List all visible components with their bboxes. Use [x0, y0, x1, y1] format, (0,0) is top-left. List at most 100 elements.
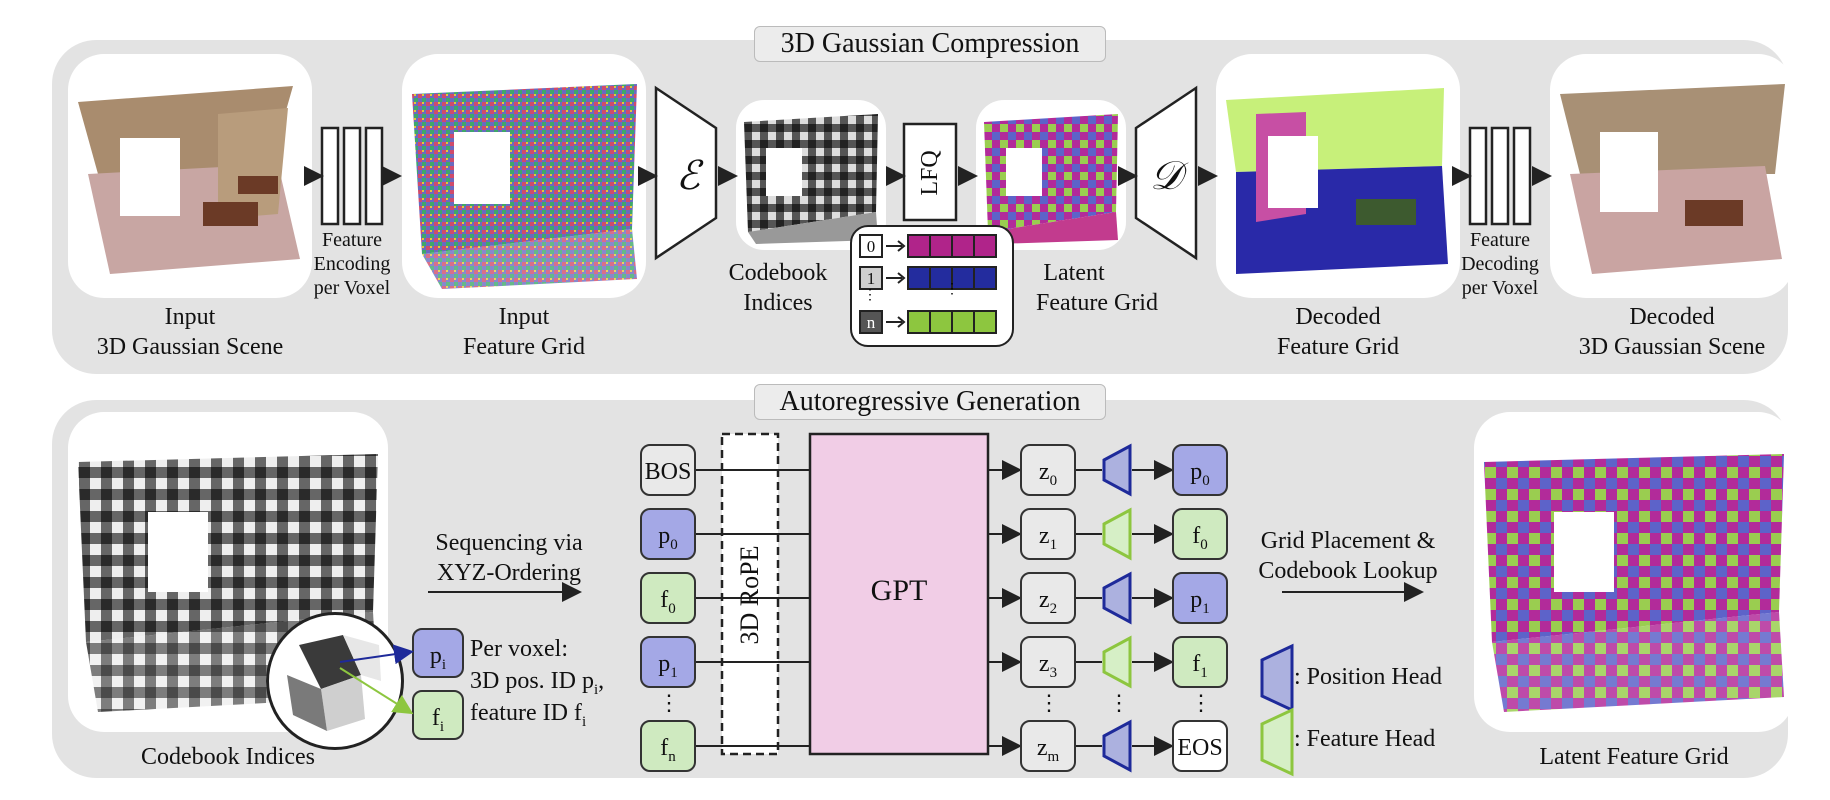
input-token-2-sub: 0 — [668, 600, 676, 617]
input-token-4-sub: n — [668, 748, 676, 765]
lfq-block — [902, 122, 958, 222]
position-head-4 — [1102, 719, 1132, 773]
decoded-feature-grid-image — [1226, 88, 1448, 274]
input-token-1: p0 — [640, 508, 696, 560]
position-head-2 — [1102, 571, 1132, 625]
per-voxel-line-3: feature ID fi — [470, 700, 587, 730]
output-token-3-sub: 1 — [1200, 664, 1208, 681]
decoded-grid-label-1: Decoded — [1295, 304, 1381, 330]
input-token-4: fn — [640, 720, 696, 772]
latent-token-0-text: z — [1038, 459, 1050, 485]
feature-decoding-bars — [1468, 126, 1532, 226]
decoded-grid-label-2: Feature Grid — [1277, 334, 1399, 360]
input-token-0: BOS — [640, 444, 696, 496]
pi-pointer — [339, 644, 414, 665]
legend-feature-head-icon — [1260, 707, 1294, 777]
gen-latent-label: Latent Feature Grid — [1539, 744, 1729, 770]
encoder-symbol: ℰ — [675, 153, 701, 198]
per-voxel-comma: , — [598, 668, 605, 694]
per-voxel-pos: 3D pos. ID p — [470, 668, 594, 694]
input-scene-card — [68, 54, 312, 298]
per-voxel-feat: feature ID f — [470, 700, 582, 726]
input-grid-card — [402, 54, 646, 298]
sequence-ellipsis-2: ⋮ — [1108, 690, 1130, 715]
codebook-ellipsis: ⋮ — [945, 282, 959, 297]
generation-title: Autoregressive Generation — [754, 384, 1106, 420]
grid-placement-label-2: Codebook Lookup — [1258, 558, 1438, 584]
codebook-indices-image — [744, 114, 878, 244]
input-token-3: p1 — [640, 636, 696, 688]
latent-token-0: z0 — [1020, 444, 1076, 496]
codebook-rows: 01n⋮⋮ — [859, 234, 997, 334]
latent-grid-label-1: Latent — [1043, 260, 1105, 286]
output-token-3: f1 — [1172, 636, 1228, 688]
output-token-1-text: f — [1192, 523, 1201, 549]
output-token-2: p1 — [1172, 572, 1228, 624]
latent-token-1-text: z — [1038, 523, 1050, 549]
input-token-2-text: f — [660, 587, 669, 613]
rope-block — [720, 432, 780, 756]
feature-decoding-label-2: Decoding — [1461, 253, 1539, 275]
position-head-0 — [1102, 443, 1132, 497]
token-pi: pi — [412, 628, 464, 678]
input-scene-image — [78, 86, 300, 274]
latent-token-4: zm — [1020, 720, 1076, 772]
decoded-grid-card — [1216, 54, 1460, 298]
output-token-4: EOS — [1172, 720, 1228, 772]
codebook-indices-label-1: Codebook — [728, 260, 828, 286]
gen-latent-image — [1484, 454, 1784, 712]
codebook-row-n: n — [859, 310, 997, 334]
gpt-label: GPT — [870, 574, 928, 607]
codebook-indices-label-2: Indices — [743, 290, 813, 316]
output-token-1: f0 — [1172, 508, 1228, 560]
latent-token-1-sub: 1 — [1049, 536, 1058, 553]
compression-title: 3D Gaussian Compression — [754, 26, 1106, 62]
decoder-symbol: 𝒟 — [1150, 153, 1182, 198]
latent-token-2-sub: 2 — [1049, 600, 1058, 617]
decoded-scene-image — [1560, 84, 1785, 274]
codebook-row-index: n — [867, 313, 876, 332]
feature-encoding-label-1: Feature — [322, 229, 382, 251]
feature-decoding-label-3: per Voxel — [1461, 277, 1539, 299]
latent-feature-grid-image — [984, 114, 1118, 244]
rope-label: 3D RoPE — [735, 545, 764, 645]
feature-head-3 — [1102, 635, 1132, 689]
codebook-ellipsis: ⋮ — [863, 288, 877, 303]
latent-token-1: z1 — [1020, 508, 1076, 560]
input-feature-grid-image — [412, 84, 637, 289]
output-token-1-sub: 0 — [1200, 536, 1208, 553]
output-token-0-text: p — [1190, 459, 1203, 485]
latent-token-2: z2 — [1020, 572, 1076, 624]
input-token-1-sub: 0 — [670, 536, 678, 553]
fi-pointer — [339, 667, 414, 715]
decoded-scene-card — [1550, 54, 1794, 298]
input-scene-label-2: 3D Gaussian Scene — [96, 334, 284, 360]
codebook-row-1: 1 — [859, 266, 997, 290]
per-voxel-line-2: 3D pos. ID pi, — [470, 668, 605, 698]
feature-encoding-label-3: per Voxel — [313, 277, 391, 299]
feature-encoding-label-2: Encoding — [313, 253, 391, 275]
output-token-0-sub: 0 — [1202, 472, 1210, 489]
decoded-scene-label-2: 3D Gaussian Scene — [1578, 334, 1766, 360]
latent-token-4-text: z — [1036, 735, 1048, 761]
sequence-ellipsis-1: ⋮ — [1038, 690, 1060, 715]
input-token-0-text: BOS — [644, 459, 692, 485]
latent-grid-label-2: Feature Grid — [1036, 290, 1158, 316]
magnified-voxel — [287, 635, 381, 731]
grid-placement-label-1: Grid Placement & — [1260, 528, 1436, 554]
legend-position-head-label: : Position Head — [1294, 664, 1442, 690]
codebook-indices-card — [736, 100, 886, 250]
encoder-block — [654, 85, 718, 261]
token-pi-letter: p — [429, 643, 442, 669]
feature-head-1 — [1102, 507, 1132, 561]
input-scene-label-1: Input — [164, 304, 216, 330]
input-grid-label-1: Input — [498, 304, 550, 330]
output-token-2-text: p — [1190, 587, 1203, 613]
codebook-row-index: 1 — [867, 269, 876, 288]
magnifier-circle — [266, 612, 404, 750]
latent-token-4-sub: m — [1047, 748, 1060, 765]
